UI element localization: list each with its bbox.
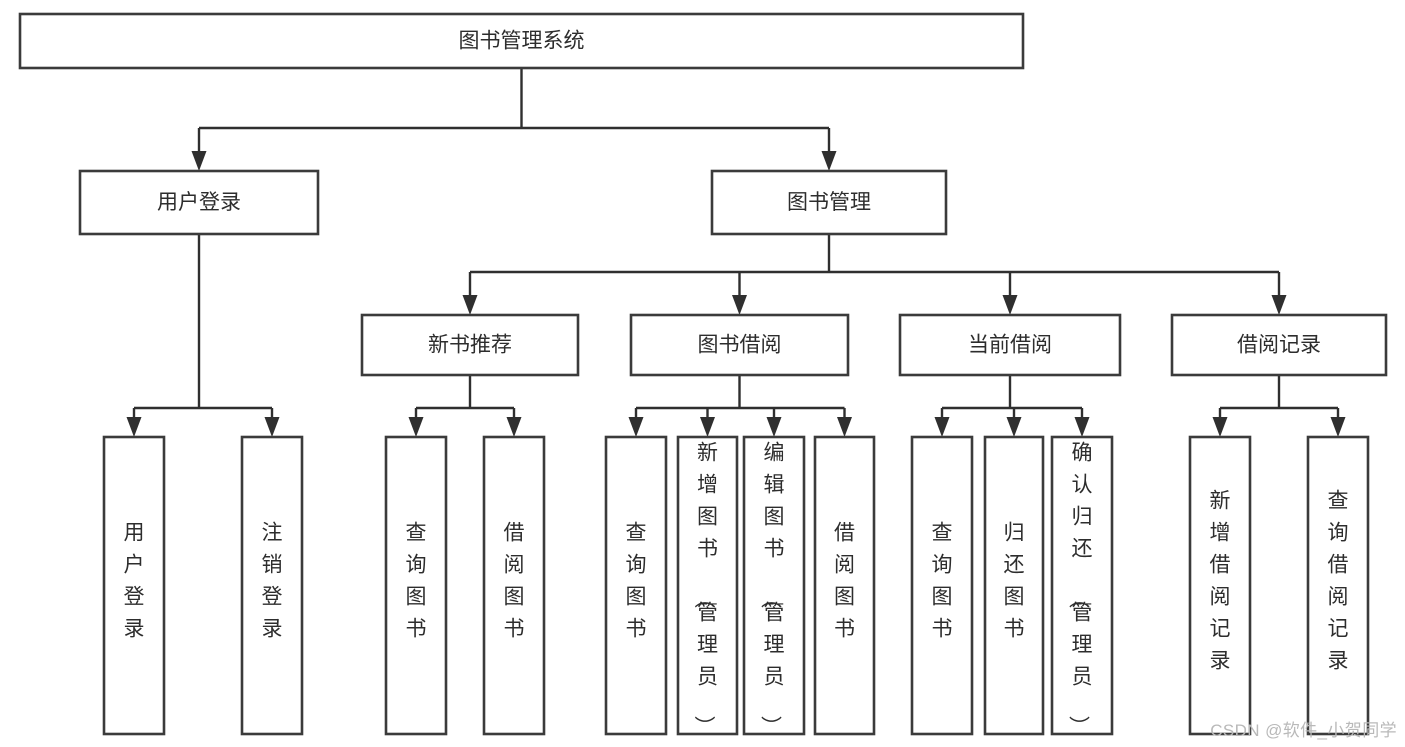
node-label-leaf5: 查询图书 bbox=[626, 522, 647, 641]
node-label-login: 用户登录 bbox=[157, 191, 241, 214]
node-label-leaf2: 注销登录 bbox=[262, 522, 283, 641]
node-box-leaf11[interactable] bbox=[1050, 435, 1114, 736]
node-label-leaf3: 查询图书 bbox=[406, 522, 427, 641]
node-box-current[interactable] bbox=[898, 313, 1122, 377]
node-leaf8[interactable]: 借阅图书 bbox=[813, 435, 876, 736]
node-label-leaf7: 编辑图书（管理员） bbox=[759, 442, 785, 737]
node-box-leaf10[interactable] bbox=[983, 435, 1045, 736]
node-label-current: 当前借阅 bbox=[968, 334, 1052, 357]
node-root[interactable]: 图书管理系统 bbox=[18, 12, 1025, 70]
node-label-leaf4: 借阅图书 bbox=[504, 522, 525, 641]
node-box-newbook[interactable] bbox=[360, 313, 580, 377]
edge-group-records bbox=[1212, 375, 1346, 437]
edge-group-newbook bbox=[408, 375, 522, 437]
node-leaf1[interactable]: 用户登录 bbox=[102, 435, 166, 736]
node-leaf6[interactable]: 新增图书（管理员） bbox=[676, 435, 739, 737]
node-label-leaf10: 归还图书 bbox=[1004, 522, 1025, 641]
node-leaf3[interactable]: 查询图书 bbox=[384, 435, 448, 736]
node-box-leaf6[interactable] bbox=[676, 435, 739, 736]
node-label-borrow: 图书借阅 bbox=[698, 334, 782, 357]
node-login[interactable]: 用户登录 bbox=[78, 169, 320, 236]
node-box-borrow[interactable] bbox=[629, 313, 850, 377]
connector-layer bbox=[126, 68, 1346, 437]
node-box-leaf12[interactable] bbox=[1188, 435, 1252, 736]
node-leaf12[interactable]: 新增借阅记录 bbox=[1188, 435, 1252, 736]
node-label-records: 借阅记录 bbox=[1237, 334, 1321, 357]
node-box-records[interactable] bbox=[1170, 313, 1388, 377]
node-box-leaf13[interactable] bbox=[1306, 435, 1370, 736]
edge-group-bookmgmt bbox=[462, 234, 1287, 315]
node-label-leaf6: 新增图书（管理员） bbox=[692, 442, 718, 737]
node-leaf5[interactable]: 查询图书 bbox=[604, 435, 668, 736]
node-leaf2[interactable]: 注销登录 bbox=[240, 435, 304, 736]
node-box-bookmgmt[interactable] bbox=[710, 169, 948, 236]
node-newbook[interactable]: 新书推荐 bbox=[360, 313, 580, 377]
node-box-leaf9[interactable] bbox=[910, 435, 974, 736]
node-label-bookmgmt: 图书管理 bbox=[787, 191, 871, 214]
node-box-leaf3[interactable] bbox=[384, 435, 448, 736]
node-box-leaf7[interactable] bbox=[742, 435, 806, 736]
edge-group-root bbox=[191, 68, 837, 171]
node-bookmgmt[interactable]: 图书管理 bbox=[710, 169, 948, 236]
csdn-watermark: CSDN @软件_小贺同学 bbox=[1210, 721, 1397, 740]
node-label-newbook: 新书推荐 bbox=[428, 334, 512, 357]
node-current[interactable]: 当前借阅 bbox=[898, 313, 1122, 377]
node-box-leaf1[interactable] bbox=[102, 435, 166, 736]
node-label-leaf1: 用户登录 bbox=[124, 522, 145, 641]
node-layer: 图书管理系统用户登录图书管理新书推荐图书借阅当前借阅借阅记录用户登录注销登录查询… bbox=[18, 12, 1388, 737]
node-label-root: 图书管理系统 bbox=[459, 30, 585, 53]
edge-group-current bbox=[934, 375, 1090, 437]
node-box-leaf8[interactable] bbox=[813, 435, 876, 736]
node-leaf9[interactable]: 查询图书 bbox=[910, 435, 974, 736]
node-label-leaf11: 确认归还（管理员） bbox=[1067, 442, 1093, 737]
edge-group-borrow bbox=[628, 375, 852, 437]
edge-group-login bbox=[126, 234, 280, 437]
node-borrow[interactable]: 图书借阅 bbox=[629, 313, 850, 377]
node-box-root[interactable] bbox=[18, 12, 1025, 70]
node-label-leaf12: 新增借阅记录 bbox=[1210, 490, 1231, 673]
node-leaf11[interactable]: 确认归还（管理员） bbox=[1050, 435, 1114, 737]
node-box-login[interactable] bbox=[78, 169, 320, 236]
node-box-leaf5[interactable] bbox=[604, 435, 668, 736]
node-label-leaf9: 查询图书 bbox=[932, 522, 953, 641]
node-label-leaf8: 借阅图书 bbox=[834, 522, 855, 641]
node-leaf10[interactable]: 归还图书 bbox=[983, 435, 1045, 736]
node-label-leaf13: 查询借阅记录 bbox=[1328, 490, 1349, 673]
node-leaf13[interactable]: 查询借阅记录 bbox=[1306, 435, 1370, 736]
node-leaf7[interactable]: 编辑图书（管理员） bbox=[742, 435, 806, 737]
node-box-leaf4[interactable] bbox=[482, 435, 546, 736]
node-box-leaf2[interactable] bbox=[240, 435, 304, 736]
node-leaf4[interactable]: 借阅图书 bbox=[482, 435, 546, 736]
node-records[interactable]: 借阅记录 bbox=[1170, 313, 1388, 377]
